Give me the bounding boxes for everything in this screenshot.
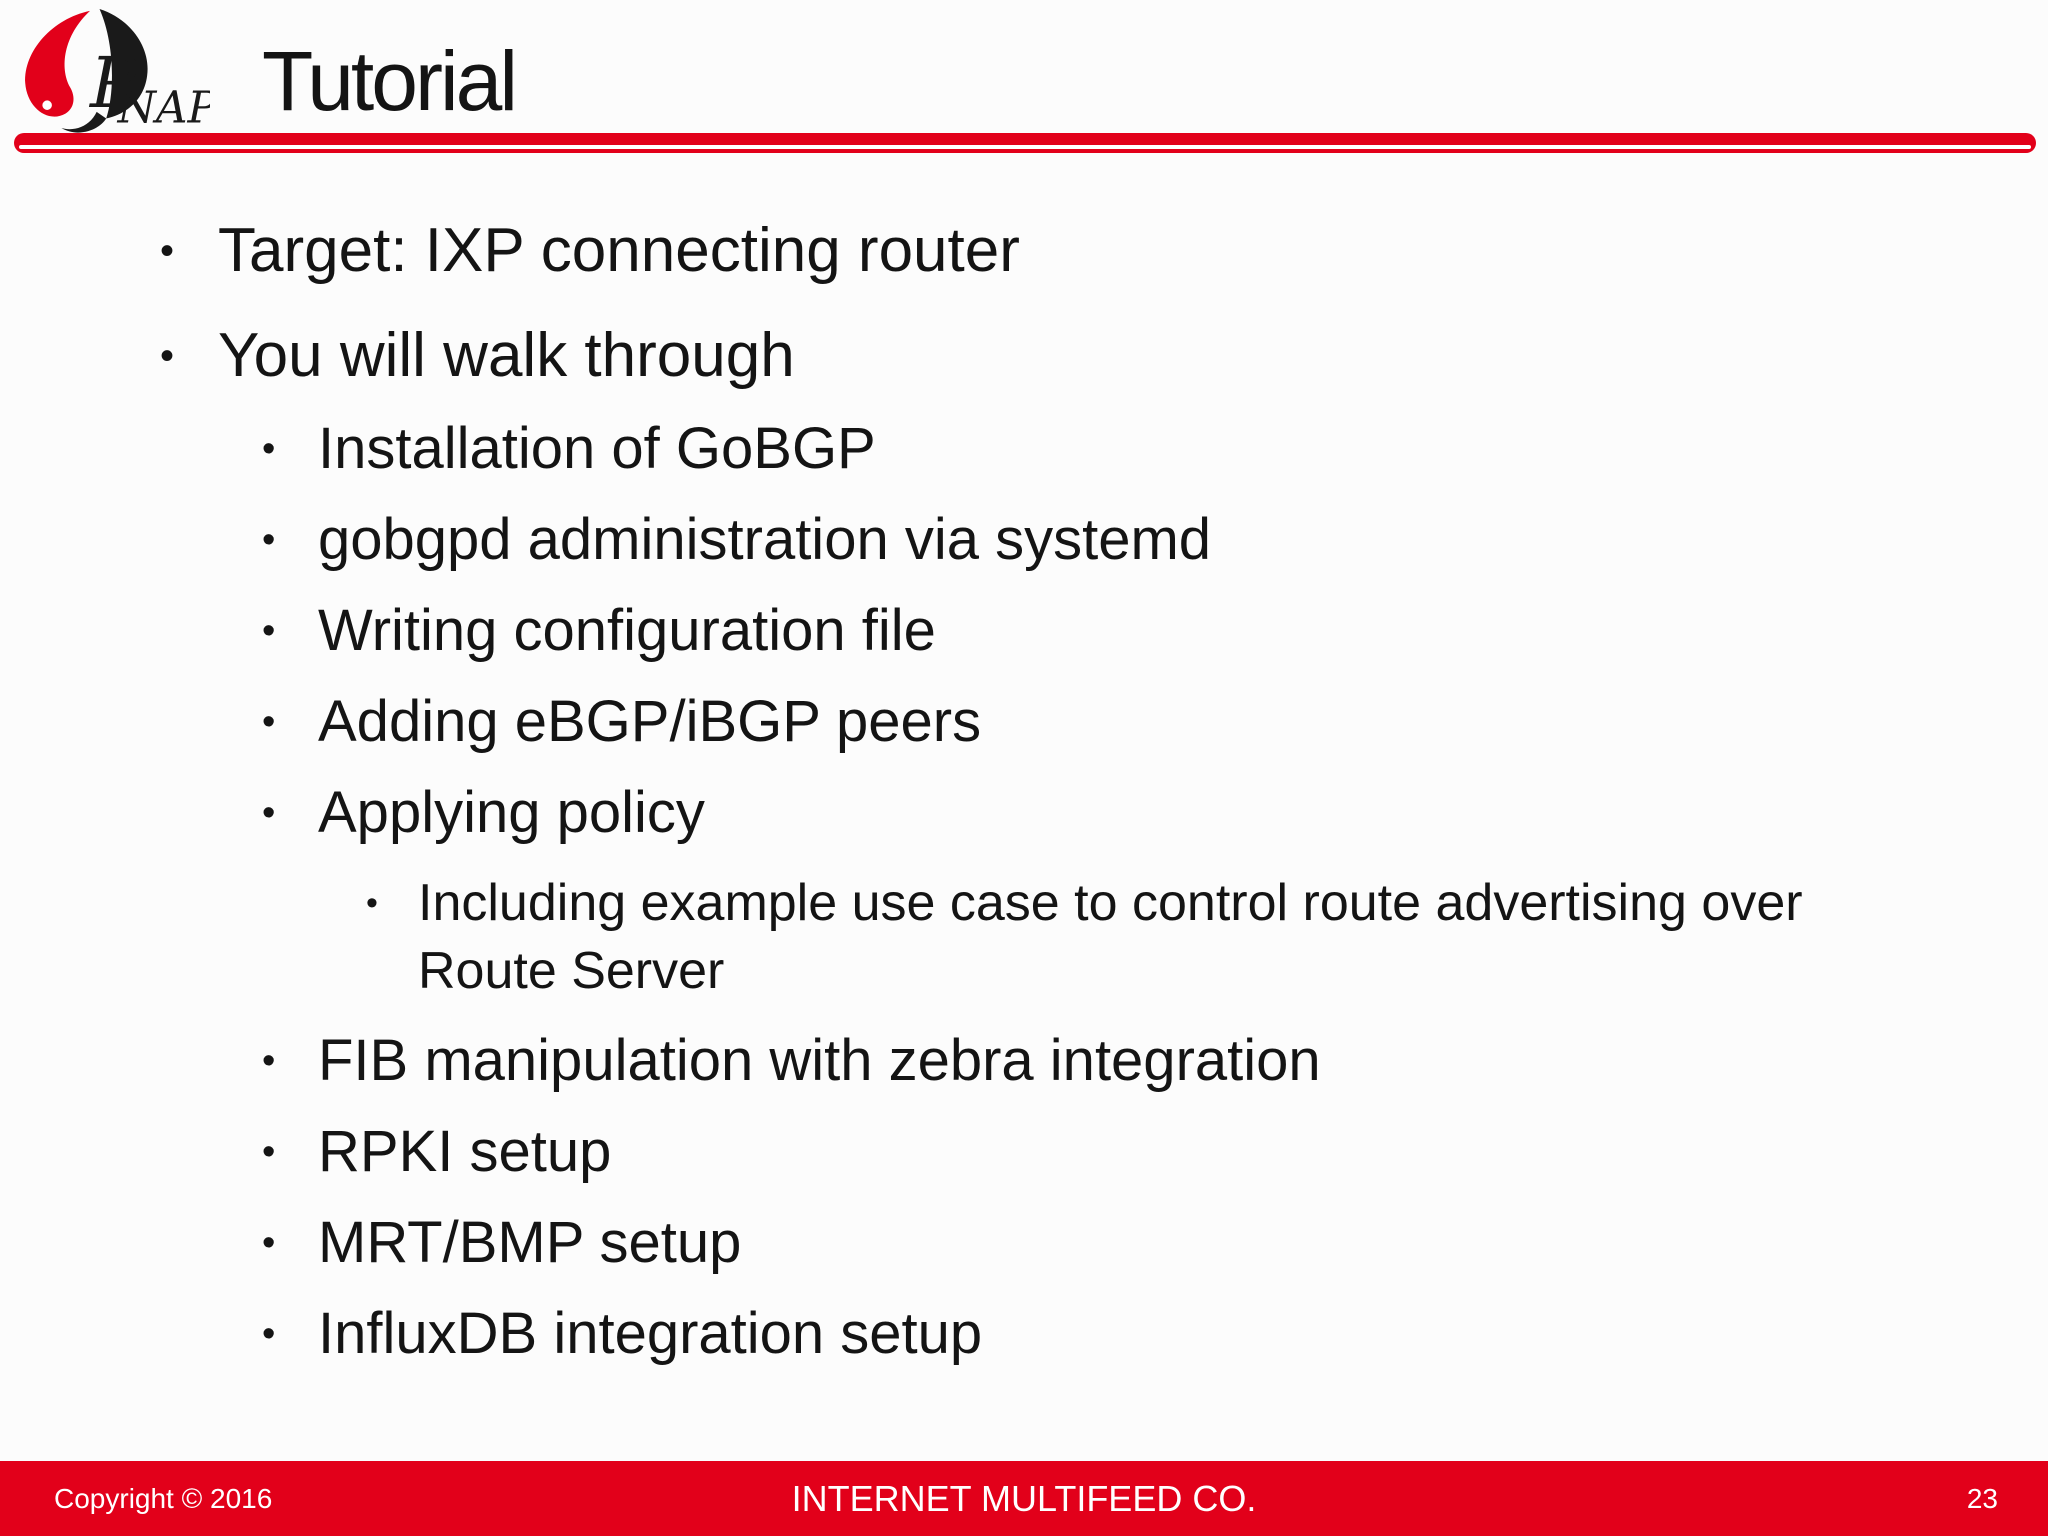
page-number: 23 <box>1966 1482 1998 1514</box>
logo-letter-p: P <box>88 42 139 124</box>
list-item: You will walk through <box>0 319 2048 393</box>
logo-red-shape <box>25 10 91 117</box>
title-divider-rule <box>14 133 2036 153</box>
list-item: FIB manipulation with zebra integration <box>0 1026 2048 1096</box>
list-item: Writing configuration file <box>0 596 2048 666</box>
list-item: gobgpd administration via systemd <box>0 505 2048 575</box>
jpnap-logo: P NAP <box>25 9 210 133</box>
list-item: MRT/BMP setup <box>0 1208 2048 1278</box>
logo-letters-nap: NAP <box>117 82 210 133</box>
list-item: Applying policy <box>0 778 2048 848</box>
logo-black-shape <box>99 9 148 119</box>
copyright-text: Copyright © 2016 <box>54 1482 273 1514</box>
bullet-list: Target: IXP connecting routerYou will wa… <box>0 214 2048 1369</box>
list-item: Adding eBGP/iBGP peers <box>0 687 2048 757</box>
logo-white-dot <box>42 100 52 110</box>
footer-bar: Copyright © 2016 INTERNET MULTIFEED CO. … <box>0 1461 2048 1536</box>
list-item: Including example use case to control ro… <box>0 869 1818 1005</box>
page-title: Tutorial <box>262 34 518 128</box>
company-name: INTERNET MULTIFEED CO. <box>791 1477 1257 1519</box>
list-item: RPKI setup <box>0 1117 2048 1187</box>
list-item: Installation of GoBGP <box>0 414 2048 484</box>
list-item: InfluxDB integration setup <box>0 1299 2048 1369</box>
slide-body: Target: IXP connecting routerYou will wa… <box>0 214 2048 1390</box>
logo-black-tail <box>61 111 107 133</box>
list-item: Target: IXP connecting router <box>0 214 2048 288</box>
